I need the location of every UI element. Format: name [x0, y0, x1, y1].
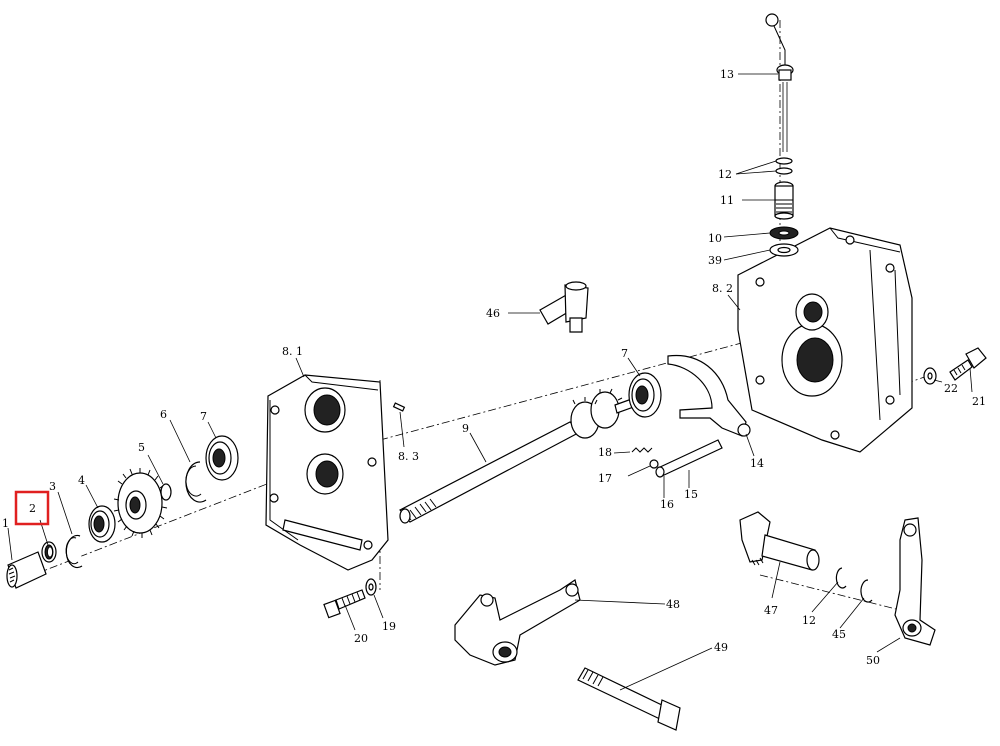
part-46-lever	[539, 281, 589, 333]
callout-46: 46	[486, 307, 500, 320]
callout-1: 1	[2, 517, 9, 530]
callout-16: 16	[660, 498, 674, 511]
part-2-ring	[41, 541, 57, 563]
callout-18: 18	[598, 446, 612, 459]
part-49-bolt	[577, 667, 681, 731]
callout-8-3: 8. 3	[398, 450, 419, 463]
callout-7: 7	[621, 347, 628, 360]
part-9-shaft	[399, 388, 643, 524]
callout-39: 39	[708, 254, 722, 267]
callout-7: 7	[200, 410, 207, 423]
part-18-spring	[631, 447, 653, 453]
part-48-arm	[454, 579, 581, 666]
part-6-circlip	[185, 461, 207, 503]
part-47-shaft	[739, 511, 820, 571]
callout-13: 13	[720, 68, 734, 81]
callout-9: 9	[462, 422, 469, 435]
part-8-2-housing	[737, 227, 913, 453]
part-7-bearing-right	[628, 372, 662, 418]
part-8-3-pin	[392, 402, 406, 412]
part-13-dipstick	[765, 13, 794, 152]
callout-5: 5	[138, 441, 145, 454]
part-14-fork	[667, 354, 751, 437]
callout-21: 21	[972, 395, 986, 408]
callout-11: 11	[720, 194, 734, 207]
part-1-sleeve	[6, 551, 47, 589]
callout-2: 2	[29, 502, 36, 515]
callout-6: 6	[160, 408, 167, 421]
part-8-1-cover	[265, 374, 389, 571]
callout-3: 3	[49, 480, 56, 493]
part-50-arm	[894, 517, 936, 646]
part-7-bearing-left	[205, 435, 239, 481]
part-11-fitting	[774, 181, 794, 220]
callout-22: 22	[944, 382, 958, 395]
part-21-bolt	[949, 347, 987, 381]
part-45-clip	[860, 579, 873, 603]
callout-12: 12	[802, 614, 816, 627]
callout-50: 50	[866, 654, 880, 667]
part-17-ball	[649, 459, 659, 469]
callout-8-1: 8. 1	[282, 345, 303, 358]
part-5-oring	[160, 483, 172, 501]
part-39-washer	[769, 243, 799, 257]
part-10-washer	[769, 226, 799, 240]
leader-lines	[7, 73, 973, 691]
callout-10: 10	[708, 232, 722, 245]
callout-4: 4	[78, 474, 85, 487]
callout-15: 15	[684, 488, 698, 501]
callout-20: 20	[354, 632, 368, 645]
callout-49: 49	[714, 641, 728, 654]
part-12-orings-top	[775, 157, 793, 175]
part-3-circlip	[65, 534, 83, 569]
callout-8-2: 8. 2	[712, 282, 733, 295]
callout-17: 17	[598, 472, 612, 485]
part-20-bolt	[323, 589, 366, 619]
part-4-bearing	[88, 505, 116, 543]
callout-47: 47	[764, 604, 778, 617]
callout-48: 48	[666, 598, 680, 611]
callout-12: 12	[718, 168, 732, 181]
part-16-rod	[655, 439, 723, 478]
part-19-washer	[365, 578, 377, 596]
callout-45: 45	[832, 628, 846, 641]
spur-gear	[113, 468, 168, 538]
callout-14: 14	[750, 457, 764, 470]
callout-19: 19	[382, 620, 396, 633]
part-12-clip-lower	[835, 567, 847, 589]
part-22-washer	[923, 367, 937, 385]
callout-labels: 1 2 3 4 5 6 7 8. 1 8. 3 9 7 8. 2 10 39 1…	[2, 68, 986, 667]
highlight-box	[14, 490, 50, 526]
